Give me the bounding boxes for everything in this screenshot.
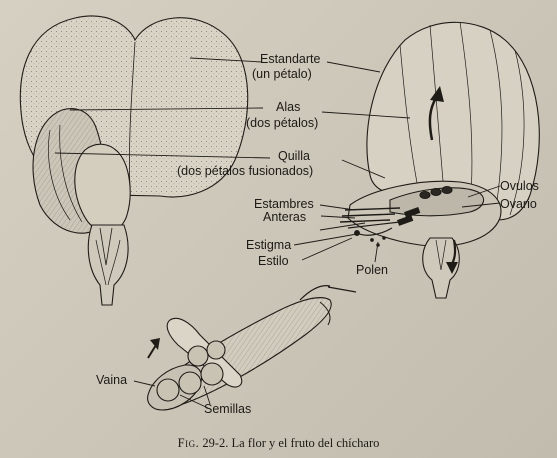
label-quilla-sub: (dos pétalos fusionados) xyxy=(177,164,313,178)
label-alas: Alas xyxy=(276,100,300,114)
label-ovario: Ovario xyxy=(500,197,537,211)
label-semillas: Semillas xyxy=(204,402,251,416)
pod-arrow xyxy=(148,345,156,358)
label-estambres: Estambres xyxy=(254,197,314,211)
label-anteras: Anteras xyxy=(263,210,306,224)
label-estandarte: Estandarte xyxy=(260,52,320,66)
label-alas-sub: (dos pétalos) xyxy=(246,116,318,130)
label-quilla: Quilla xyxy=(278,149,310,163)
label-estigma: Estigma xyxy=(246,238,291,252)
pod-drawing xyxy=(148,286,356,410)
label-polen: Polen xyxy=(356,263,388,277)
label-vaina: Vaina xyxy=(96,373,127,387)
caption-number: 29-2. xyxy=(202,436,228,450)
label-estandarte-sub: (un pétalo) xyxy=(252,67,312,81)
label-estilo: Estilo xyxy=(258,254,289,268)
label-ovulos: Ovulos xyxy=(500,179,539,193)
right-flower-drawing xyxy=(340,22,539,298)
caption-text: La flor y el fruto del chícharo xyxy=(232,436,380,450)
figure-caption: Fig. 29-2. La flor y el fruto del chícha… xyxy=(0,436,557,451)
calyx xyxy=(88,225,128,305)
caption-fig: Fig. xyxy=(178,436,200,450)
